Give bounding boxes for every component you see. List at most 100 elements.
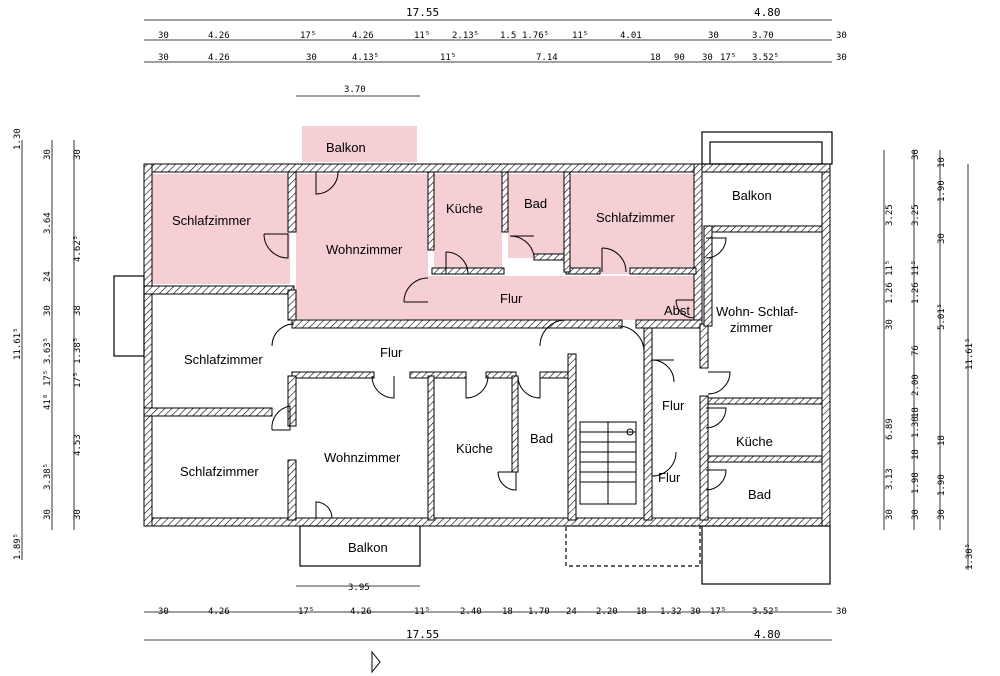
room-label: Schlafzimmer	[596, 210, 675, 225]
dim-label: 11⁵	[885, 260, 895, 276]
dim-label: 4.80	[754, 6, 781, 19]
dimensions-top: 17.55 4.80 30 4.26 17⁵ 4.26 11⁵ 2.13⁵ 1.…	[158, 6, 847, 95]
dim-label: 17⁵	[710, 607, 726, 617]
dim-label: 18	[502, 607, 513, 617]
dim-label: 4.80	[754, 628, 781, 641]
dim-label: 18	[650, 53, 661, 63]
dim-label: 1.89⁵	[13, 533, 23, 560]
dim-label: 24	[43, 271, 53, 282]
dim-label: 1.98	[911, 472, 921, 494]
dim-label: 30	[836, 31, 847, 41]
dim-label: 3.25	[911, 204, 921, 226]
dim-label: 5.01⁵	[937, 303, 947, 330]
dim-label: 3.70	[344, 85, 366, 95]
dim-label: 3.38⁵	[43, 463, 53, 490]
dim-label: 4.01	[620, 31, 642, 41]
dim-label: 24	[566, 607, 577, 617]
balconies	[113, 131, 833, 585]
dim-label: 11⁵	[414, 31, 430, 41]
dimensions-right: 3.25 11⁵ 1.26 30 6.89 3.13 30 30 3.25 11…	[885, 149, 975, 570]
dim-label: 17.55	[406, 6, 439, 19]
dim-label: 1.30⁵	[965, 543, 975, 570]
dim-label: 11⁵	[572, 31, 588, 41]
dim-label: 17⁵	[720, 53, 736, 63]
dim-label: 3.64	[43, 212, 53, 234]
dim-label: 30	[158, 31, 169, 41]
room-label: Küche	[446, 201, 483, 216]
dim-label: 4.26	[352, 31, 374, 41]
dimensions-left: 1.30 11.61⁵ 1.89⁵ 30 3.64 24 30 3.63⁵ 17…	[13, 128, 83, 560]
dim-label: 7.14	[536, 53, 558, 63]
highlighted-apartment	[152, 126, 696, 320]
dim-label: 1.70	[528, 607, 550, 617]
dim-label: 30	[937, 233, 947, 244]
room-label: Schlafzimmer	[184, 352, 263, 367]
dim-label: 30	[911, 149, 921, 160]
dim-label: 4.13⁵	[352, 53, 379, 63]
dim-label: 4.26	[208, 53, 230, 63]
dim-label: 76	[911, 345, 921, 356]
room-label: Flur	[500, 291, 523, 306]
room-label: Flur	[380, 345, 403, 360]
dim-label: 4.62⁵	[73, 235, 83, 262]
dim-label: 3.52⁵	[752, 607, 779, 617]
dim-label: 1.32	[660, 607, 682, 617]
dim-label: 38	[73, 305, 83, 316]
room-label: Wohnzimmer	[324, 450, 401, 465]
dim-label: 30	[885, 319, 895, 330]
dim-label: 4.26	[350, 607, 372, 617]
dim-label: 2.20	[596, 607, 618, 617]
dim-label: 30	[43, 509, 53, 520]
dim-label: 18	[636, 607, 647, 617]
dim-label: 30	[836, 607, 847, 617]
dim-label: 30	[73, 509, 83, 520]
dim-label: 1.38⁵	[73, 337, 83, 364]
dim-label: 30	[911, 509, 921, 520]
room-label: Balkon	[326, 140, 366, 155]
dim-label: 11⁵	[911, 260, 921, 276]
room-label: Balkon	[732, 188, 772, 203]
door-swings	[263, 171, 731, 519]
dim-label: 30	[885, 509, 895, 520]
dim-label: 17⁵	[300, 31, 316, 41]
room-label: Flur	[662, 398, 685, 413]
dim-label: 10	[937, 157, 947, 168]
dim-label: 18	[911, 449, 921, 460]
dim-label: 11⁵	[414, 607, 430, 617]
room-label: Küche	[736, 434, 773, 449]
dim-label: 90	[674, 53, 685, 63]
dim-label: 3.52⁵	[752, 53, 779, 63]
room-label: Küche	[456, 441, 493, 456]
dim-label: 1.30	[13, 128, 23, 150]
room-label: Wohnzimmer	[326, 242, 403, 257]
room-label: Schlafzimmer	[180, 464, 259, 479]
dim-label: 11.61⁵	[13, 327, 23, 360]
dim-label: 30	[708, 31, 719, 41]
dim-label: 18	[911, 407, 921, 418]
dim-label: 30	[43, 305, 53, 316]
dim-label: 30	[306, 53, 317, 63]
dim-label: 11⁵	[440, 53, 456, 63]
dim-label: 1.90	[937, 474, 947, 496]
staircase	[579, 421, 637, 505]
dim-label: 30	[690, 607, 701, 617]
dim-label: 30	[937, 509, 947, 520]
dim-label: 3.95	[348, 583, 370, 593]
dim-label: 30	[158, 607, 169, 617]
room-label: Wohn- Schlaf-	[716, 304, 798, 319]
dim-label: 18	[937, 435, 947, 446]
dim-label: 30	[836, 53, 847, 63]
dim-label: 3.13	[885, 468, 895, 490]
dimensions-bottom: 30 4.26 17⁵ 4.26 11⁵ 2.40 18 1.70 24 2.2…	[158, 583, 847, 641]
dim-label: 1.38	[911, 416, 921, 438]
dim-label: 30	[702, 53, 713, 63]
room-label: Bad	[530, 431, 553, 446]
dimension-lines	[21, 19, 969, 641]
room-label: Abst	[664, 303, 690, 318]
dim-label: 6.89	[885, 418, 895, 440]
dim-label: 30	[43, 149, 53, 160]
entrance-arrow-icon	[371, 650, 381, 674]
room-label: Bad	[748, 487, 771, 502]
room-label: Bad	[524, 196, 547, 211]
dim-label: 3.25	[885, 204, 895, 226]
